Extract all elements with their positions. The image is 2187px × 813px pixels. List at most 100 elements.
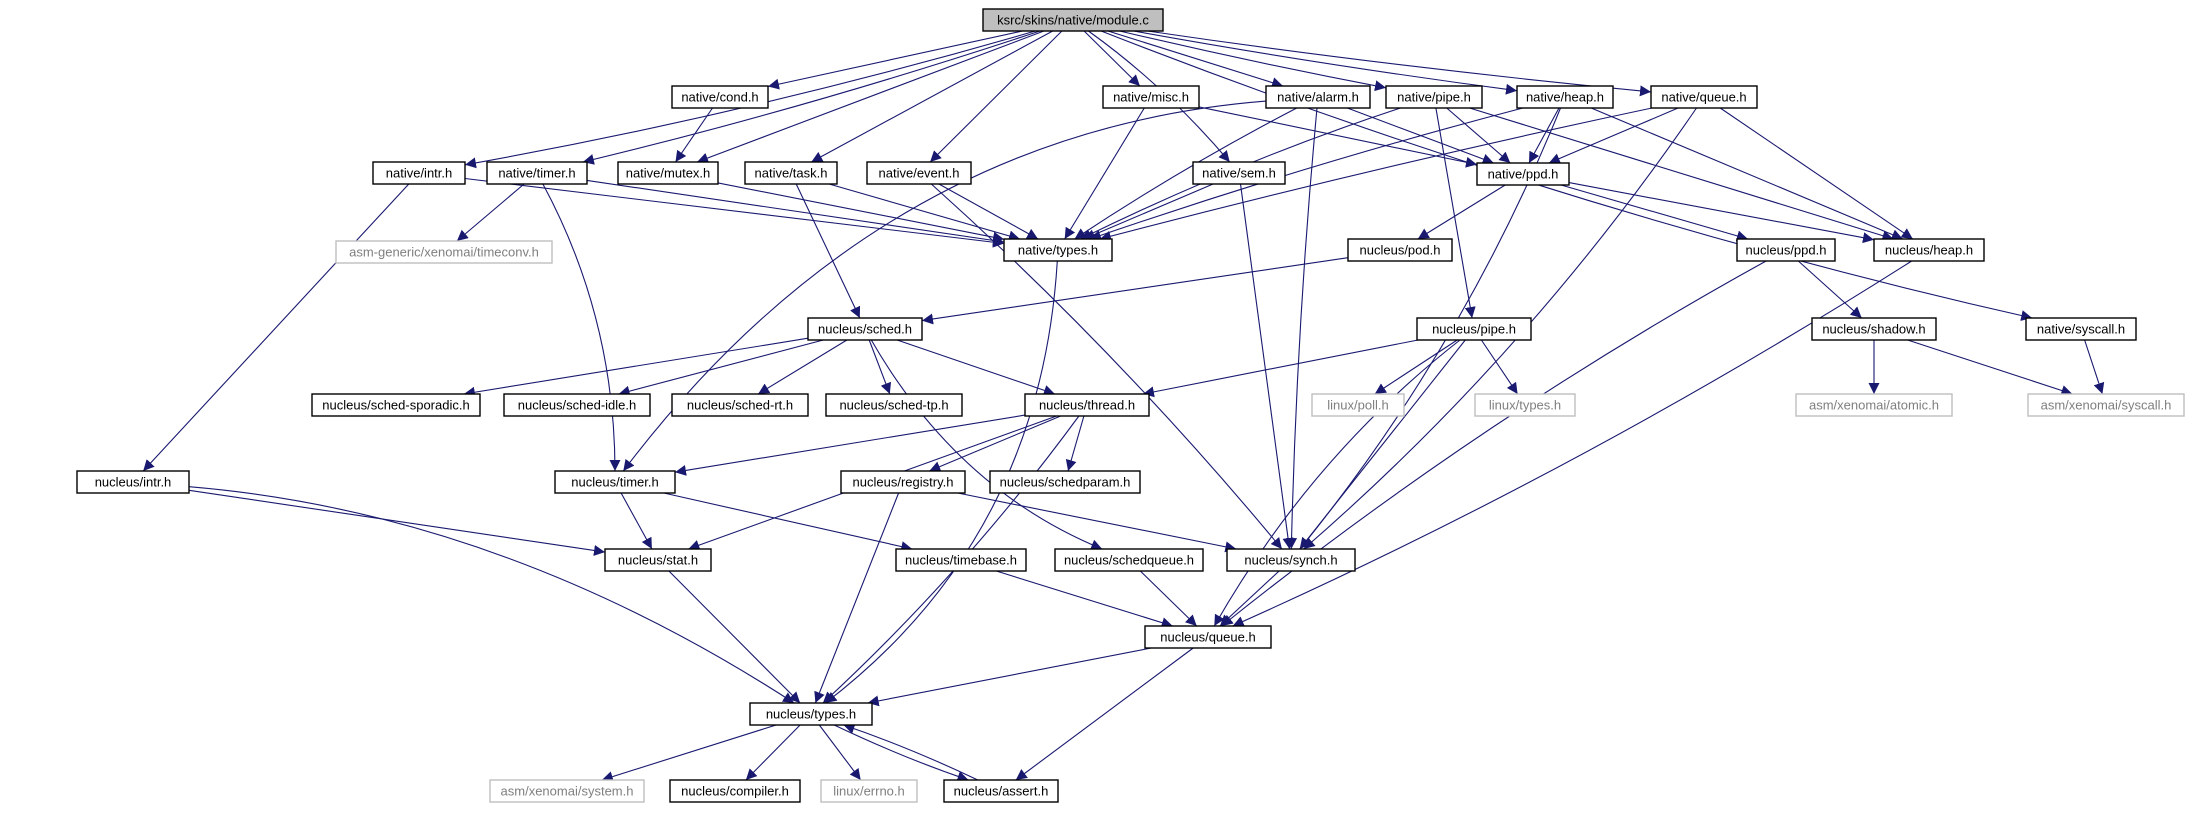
- node-box: [1265, 85, 1371, 109]
- node-asm-syscall: asm/xenomai/syscall.h: [2027, 393, 2185, 417]
- edge-nu_synch-to-nu_queue: [1219, 570, 1280, 627]
- node-box: [1650, 85, 1758, 109]
- node-n-timer[interactable]: native/timer.h: [486, 161, 588, 185]
- edge-n_heap-to-n_types: [1089, 107, 1524, 241]
- edge-n_event-to-n_types: [938, 183, 1039, 240]
- node-box: [604, 548, 712, 572]
- edge-nu_thread-to-nu_schedparam: [1065, 415, 1085, 472]
- node-box: [1795, 393, 1953, 417]
- node-nu-ppd[interactable]: nucleus/ppd.h: [1736, 238, 1836, 262]
- edge-nu_timer-to-nu_stat: [620, 492, 653, 550]
- node-label: native/event.h: [879, 166, 960, 181]
- node-n-queue[interactable]: native/queue.h: [1650, 85, 1758, 109]
- node-nu-schedqueue[interactable]: nucleus/schedqueue.h: [1054, 548, 1204, 572]
- node-nu-sched[interactable]: nucleus/sched.h: [807, 317, 923, 341]
- node-label: nucleus/registry.h: [853, 475, 954, 490]
- node-box: [671, 85, 769, 109]
- edge-n_alarm-to-n_types: [1074, 107, 1298, 240]
- node-s-sporadic[interactable]: nucleus/sched-sporadic.h: [311, 393, 481, 417]
- node-nu-timer[interactable]: nucleus/timer.h: [554, 470, 676, 494]
- node-n-mutex[interactable]: native/mutex.h: [617, 161, 719, 185]
- edge-n_event-to-nu_synch: [930, 183, 1283, 550]
- edge-module-to-n_misc: [1083, 30, 1141, 87]
- node-label: ksrc/skins/native/module.c: [997, 13, 1149, 28]
- edge-nu_sched-to-s_sporadic: [463, 337, 809, 398]
- node-box: [503, 393, 651, 417]
- node-nu-assert[interactable]: nucleus/assert.h: [943, 779, 1059, 803]
- node-s-rt[interactable]: nucleus/sched-rt.h: [671, 393, 809, 417]
- node-box: [807, 317, 923, 341]
- node-nu-pipe[interactable]: nucleus/pipe.h: [1416, 317, 1532, 341]
- node-s-idle[interactable]: nucleus/sched-idle.h: [503, 393, 651, 417]
- node-n-event[interactable]: native/event.h: [866, 161, 972, 185]
- edge-nu_pipe-to-l_poll: [1374, 339, 1458, 395]
- node-nu-heap[interactable]: nucleus/heap.h: [1873, 238, 1985, 262]
- edge-nu_registry-to-nu_synch: [957, 492, 1237, 553]
- edge-n_ppd-to-nu_heap: [1568, 182, 1875, 244]
- node-box: [982, 8, 1164, 32]
- node-nu-queue[interactable]: nucleus/queue.h: [1144, 625, 1272, 649]
- node-box: [2025, 317, 2137, 341]
- node-nu-registry[interactable]: nucleus/registry.h: [840, 470, 966, 494]
- edge-n_task-to-n_types: [828, 183, 1021, 242]
- node-label: native/heap.h: [1526, 90, 1604, 105]
- node-n-pipe[interactable]: native/pipe.h: [1385, 85, 1483, 109]
- node-label: nucleus/heap.h: [1885, 243, 1973, 258]
- node-box: [669, 779, 801, 803]
- node-label: native/timer.h: [498, 166, 575, 181]
- node-label: native/misc.h: [1113, 90, 1189, 105]
- node-module[interactable]: ksrc/skins/native/module.c: [982, 8, 1164, 32]
- node-n-misc[interactable]: native/misc.h: [1102, 85, 1200, 109]
- node-label: asm-generic/xenomai/timeconv.h: [349, 245, 539, 260]
- node-label: asm/xenomai/system.h: [501, 784, 634, 799]
- edge-module-to-n_queue: [1147, 30, 1652, 97]
- edge-n_queue-to-n_ppd: [1548, 107, 1679, 164]
- edge-nu_pipe-to-nu_synch: [1299, 339, 1466, 550]
- node-box: [489, 779, 645, 803]
- edge-nu_intr-to-nu_stat: [188, 489, 606, 556]
- node-n-heap[interactable]: native/heap.h: [1516, 85, 1614, 109]
- node-label: native/cond.h: [681, 90, 758, 105]
- node-box: [1736, 238, 1836, 262]
- node-label: asm/xenomai/syscall.h: [2041, 398, 2172, 413]
- edge-n_heap-to-n_ppd: [1528, 107, 1560, 164]
- node-n-task[interactable]: native/task.h: [744, 161, 838, 185]
- node-label: native/sem.h: [1202, 166, 1276, 181]
- edge-nu_sched-to-s_idle: [618, 339, 824, 397]
- node-box: [1311, 393, 1405, 417]
- node-n-syscall[interactable]: native/syscall.h: [2025, 317, 2137, 341]
- node-n-types[interactable]: native/types.h: [1003, 238, 1113, 262]
- edge-n_mutex-to-n_types: [717, 182, 1005, 243]
- node-nu-compiler[interactable]: nucleus/compiler.h: [669, 779, 801, 803]
- node-nu-pod[interactable]: nucleus/pod.h: [1347, 238, 1453, 262]
- node-nu-intr[interactable]: nucleus/intr.h: [76, 470, 190, 494]
- node-nu-synch[interactable]: nucleus/synch.h: [1226, 548, 1356, 572]
- node-label: native/types.h: [1018, 243, 1098, 258]
- node-s-tp[interactable]: nucleus/sched-tp.h: [825, 393, 963, 417]
- node-nu-types[interactable]: nucleus/types.h: [749, 702, 873, 726]
- node-box: [1347, 238, 1453, 262]
- node-label: nucleus/schedparam.h: [1000, 475, 1131, 490]
- node-box: [1054, 548, 1204, 572]
- node-box: [372, 161, 466, 185]
- node-nu-schedparam[interactable]: nucleus/schedparam.h: [989, 470, 1141, 494]
- node-box: [840, 470, 966, 494]
- node-n-cond[interactable]: native/cond.h: [671, 85, 769, 109]
- edge-n_pipe-to-nu_pipe: [1435, 107, 1476, 319]
- node-n-ppd[interactable]: native/ppd.h: [1476, 162, 1570, 186]
- node-box: [1102, 85, 1200, 109]
- node-n-intr[interactable]: native/intr.h: [372, 161, 466, 185]
- node-nu-shadow[interactable]: nucleus/shadow.h: [1811, 317, 1937, 341]
- node-nu-thread[interactable]: nucleus/thread.h: [1024, 393, 1150, 417]
- node-layer: ksrc/skins/native/module.c native/intr.h n…: [76, 8, 2185, 803]
- node-n-sem[interactable]: native/sem.h: [1192, 161, 1286, 185]
- node-nu-stat[interactable]: nucleus/stat.h: [604, 548, 712, 572]
- edge-module-to-n_mutex: [696, 30, 1045, 164]
- edge-nu_queue-to-nu_types: [867, 647, 1152, 707]
- node-box: [1385, 85, 1483, 109]
- node-n-alarm[interactable]: native/alarm.h: [1265, 85, 1371, 109]
- edge-n_alarm-to-nu_timer: [622, 100, 1267, 472]
- edge-nu_sched-to-nu_thread: [896, 339, 1056, 396]
- node-nu-timebase[interactable]: nucleus/timebase.h: [895, 548, 1027, 572]
